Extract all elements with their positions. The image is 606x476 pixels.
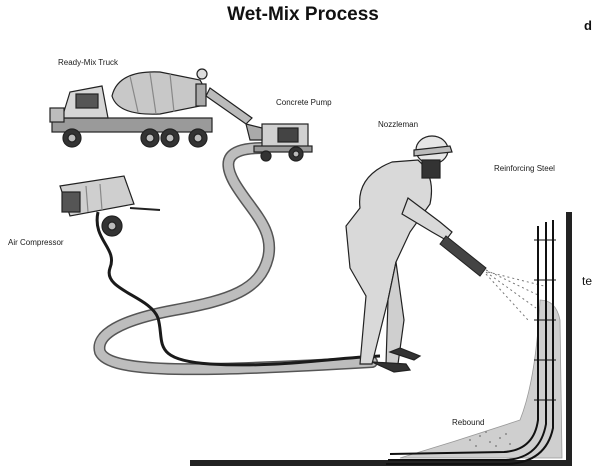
concrete-pump [245, 123, 313, 162]
label-reinforcing-steel: Reinforcing Steel [494, 164, 555, 173]
nozzle [439, 235, 487, 277]
cropped-edge-text-middle: te [582, 274, 593, 288]
nozzleman [345, 135, 453, 373]
air-hose [95, 211, 381, 367]
air-compressor [59, 175, 161, 237]
reinforcing-steel-wall [190, 212, 572, 466]
label-nozzleman: Nozzleman [378, 120, 419, 129]
label-ready-mix-truck: Ready-Mix Truck [58, 58, 119, 67]
cropped-edge-text-top: d [584, 18, 592, 33]
ready-mix-truck [49, 68, 253, 148]
label-air-compressor: Air Compressor [8, 238, 64, 247]
rebound-material [469, 431, 511, 447]
concrete-hose [93, 142, 378, 376]
label-rebound: Rebound [452, 418, 485, 427]
label-concrete-pump: Concrete Pump [276, 98, 332, 107]
diagram-title: Wet-Mix Process [227, 4, 379, 25]
shotcrete-spray [485, 269, 545, 321]
